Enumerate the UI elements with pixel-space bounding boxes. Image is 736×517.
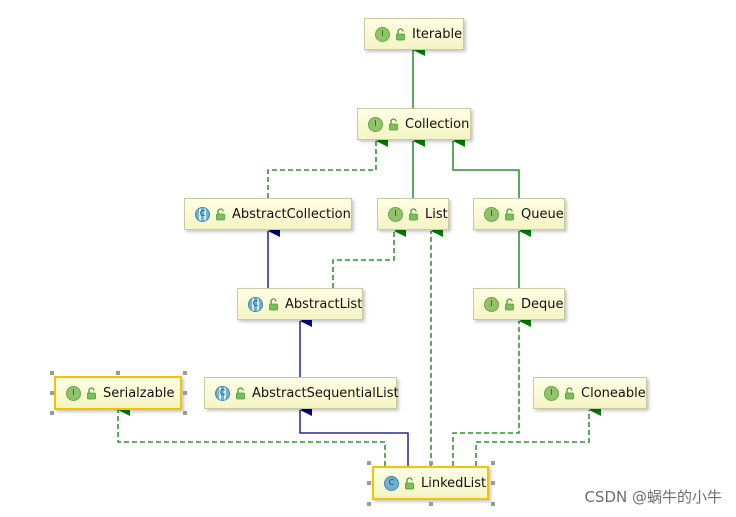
- node-label: Collection: [405, 116, 470, 132]
- lock-icon: [409, 207, 418, 220]
- edge-queue-collection: [452, 135, 520, 198]
- node-label: Deque: [521, 296, 564, 312]
- node-cloneable[interactable]: I Cloneable: [533, 377, 647, 409]
- selection-handle[interactable]: [429, 502, 433, 506]
- abstract-class-icon: C: [195, 206, 210, 222]
- edge-abstractlist-list: [332, 225, 406, 288]
- node-label: Iterable: [412, 26, 463, 42]
- selection-handle[interactable]: [491, 461, 495, 465]
- node-deque[interactable]: I Deque: [473, 288, 565, 320]
- selection-handle[interactable]: [367, 461, 371, 465]
- node-label: Serialzable: [103, 385, 175, 401]
- selection-handle[interactable]: [183, 371, 187, 375]
- node-label: AbstractSequentialList: [252, 385, 399, 401]
- node-list[interactable]: I List: [377, 198, 449, 230]
- node-label: AbstractList: [285, 296, 363, 312]
- selection-handle[interactable]: [116, 371, 120, 375]
- lock-icon: [396, 27, 405, 40]
- edge-linkedlist-serializable: [117, 404, 386, 466]
- lock-icon: [389, 117, 398, 130]
- node-serializable[interactable]: I Serialzable: [54, 376, 182, 410]
- interface-icon: I: [66, 385, 81, 401]
- node-linked-list[interactable]: C LinkedList: [372, 466, 489, 500]
- selection-handle[interactable]: [50, 371, 54, 375]
- abstract-class-icon: C: [215, 385, 230, 401]
- node-abstract-list[interactable]: C AbstractList: [237, 288, 363, 320]
- abstract-class-icon: C: [248, 296, 263, 312]
- selection-handle[interactable]: [50, 391, 54, 395]
- node-abstract-sequential-list[interactable]: C AbstractSequentialList: [204, 377, 399, 409]
- edge-linkedlist-cloneable: [475, 404, 601, 466]
- node-label: AbstractCollection: [232, 206, 351, 222]
- lock-icon: [216, 207, 225, 220]
- interface-icon: I: [388, 206, 403, 222]
- selection-handle[interactable]: [491, 502, 495, 506]
- lock-icon: [505, 207, 514, 220]
- lock-icon: [236, 386, 245, 399]
- lock-icon: [269, 297, 278, 310]
- interface-icon: I: [544, 385, 559, 401]
- interface-icon: I: [484, 206, 499, 222]
- lock-icon: [405, 476, 414, 489]
- node-label: Cloneable: [581, 385, 646, 401]
- node-label: Queue: [521, 206, 564, 222]
- edge-linkedlist-abstractsequentiallist: [299, 404, 409, 466]
- interface-icon: I: [484, 296, 499, 312]
- lock-icon: [87, 386, 96, 399]
- watermark: CSDN @蜗牛的小牛: [584, 488, 722, 506]
- selection-handle[interactable]: [183, 391, 187, 395]
- node-label: LinkedList: [421, 475, 487, 491]
- selection-handle[interactable]: [429, 461, 433, 465]
- class-icon: C: [384, 475, 399, 491]
- edge-abstractcollection-collection: [267, 135, 388, 198]
- node-abstract-collection[interactable]: C AbstractCollection: [184, 198, 352, 230]
- selection-handle[interactable]: [183, 411, 187, 415]
- node-label: List: [425, 206, 448, 222]
- selection-handle[interactable]: [491, 481, 495, 485]
- lock-icon: [565, 386, 574, 399]
- interface-icon: I: [375, 26, 390, 42]
- selection-handle[interactable]: [367, 481, 371, 485]
- selection-handle[interactable]: [367, 502, 371, 506]
- lock-icon: [505, 297, 514, 310]
- node-iterable[interactable]: I Iterable: [364, 18, 464, 50]
- interface-icon: I: [368, 116, 383, 132]
- node-queue[interactable]: I Queue: [473, 198, 565, 230]
- selection-handle[interactable]: [50, 411, 54, 415]
- node-collection[interactable]: I Collection: [357, 108, 471, 140]
- edge-linkedlist-deque: [452, 315, 531, 466]
